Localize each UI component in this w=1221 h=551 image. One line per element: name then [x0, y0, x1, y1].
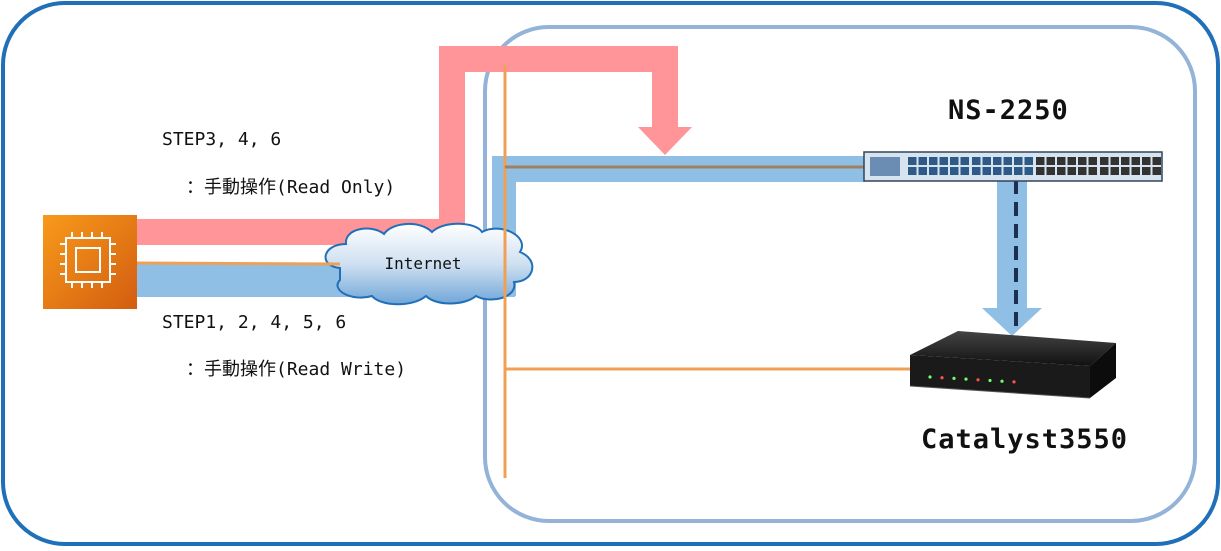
- switch-port: [1088, 157, 1097, 165]
- switch-port: [1014, 157, 1023, 165]
- router-led: [964, 377, 968, 381]
- switch-port: [1131, 167, 1140, 175]
- switch-port: [1121, 157, 1130, 165]
- internet-cloud: [324, 222, 534, 306]
- switch-port: [1036, 167, 1045, 175]
- switch-port: [1131, 157, 1140, 165]
- router-name-label: Catalyst3550: [921, 424, 1129, 455]
- switch-port: [972, 167, 981, 175]
- switch-port: [1067, 157, 1076, 165]
- switch-port: [918, 167, 927, 175]
- read-write-mode: ：手動操作(Read Write): [186, 359, 407, 380]
- switch-port: [993, 157, 1002, 165]
- router-led: [1012, 380, 1016, 384]
- switch-port: [972, 157, 981, 165]
- switch-port: [1100, 167, 1109, 175]
- switch-port: [1024, 167, 1033, 175]
- switch-port: [1078, 157, 1087, 165]
- switch-port: [1152, 167, 1161, 175]
- switch-port: [918, 157, 927, 165]
- router-led: [952, 376, 956, 380]
- switch-port: [1057, 167, 1066, 175]
- catalyst3550-router: [909, 331, 1116, 399]
- switch-port: [929, 167, 938, 175]
- switch-port: [1088, 167, 1097, 175]
- switch-port: [1110, 167, 1119, 175]
- switch-port: [1014, 167, 1023, 175]
- switch-port: [1142, 167, 1151, 175]
- ns2250-switch: [863, 151, 1163, 182]
- switch-port: [982, 157, 991, 165]
- switch-port: [1100, 157, 1109, 165]
- read-write-steps: STEP1, 2, 4, 5, 6: [162, 312, 347, 333]
- switch-port: [1046, 157, 1055, 165]
- switch-port: [1046, 167, 1055, 175]
- console-lines: [136, 65, 910, 478]
- internet-label: Internet: [384, 254, 461, 273]
- switch-port: [1142, 157, 1151, 165]
- read-only-mode: ：手動操作(Read Only): [186, 177, 396, 198]
- switch-port: [1110, 157, 1119, 165]
- switch-port: [1003, 157, 1012, 165]
- switch-port: [1057, 157, 1066, 165]
- switch-port: [960, 157, 969, 165]
- switch-port: [1067, 167, 1076, 175]
- switch-port: [950, 157, 959, 165]
- router-led: [928, 375, 932, 379]
- router-led: [940, 376, 944, 380]
- switch-port: [1003, 167, 1012, 175]
- switch-port: [1078, 167, 1087, 175]
- switch-port: [1036, 157, 1045, 165]
- switch-port: [993, 167, 1002, 175]
- switch-port: [1024, 157, 1033, 165]
- switch-port: [960, 167, 969, 175]
- router-led: [976, 378, 980, 382]
- router-led: [988, 378, 992, 383]
- switch-port: [908, 167, 917, 175]
- switch-port: [929, 157, 938, 165]
- read-only-steps: STEP3, 4, 6: [162, 129, 282, 150]
- switch-port: [939, 157, 948, 165]
- switch-port: [1152, 157, 1161, 165]
- switch-name-label: NS-2250: [948, 95, 1069, 126]
- switch-port: [982, 167, 991, 175]
- switch-port: [1121, 167, 1130, 175]
- ec2-instance-icon: [43, 215, 137, 309]
- switch-port: [939, 167, 948, 175]
- switch-port: [950, 167, 959, 175]
- switch-port: [908, 157, 917, 165]
- router-led: [1000, 379, 1004, 383]
